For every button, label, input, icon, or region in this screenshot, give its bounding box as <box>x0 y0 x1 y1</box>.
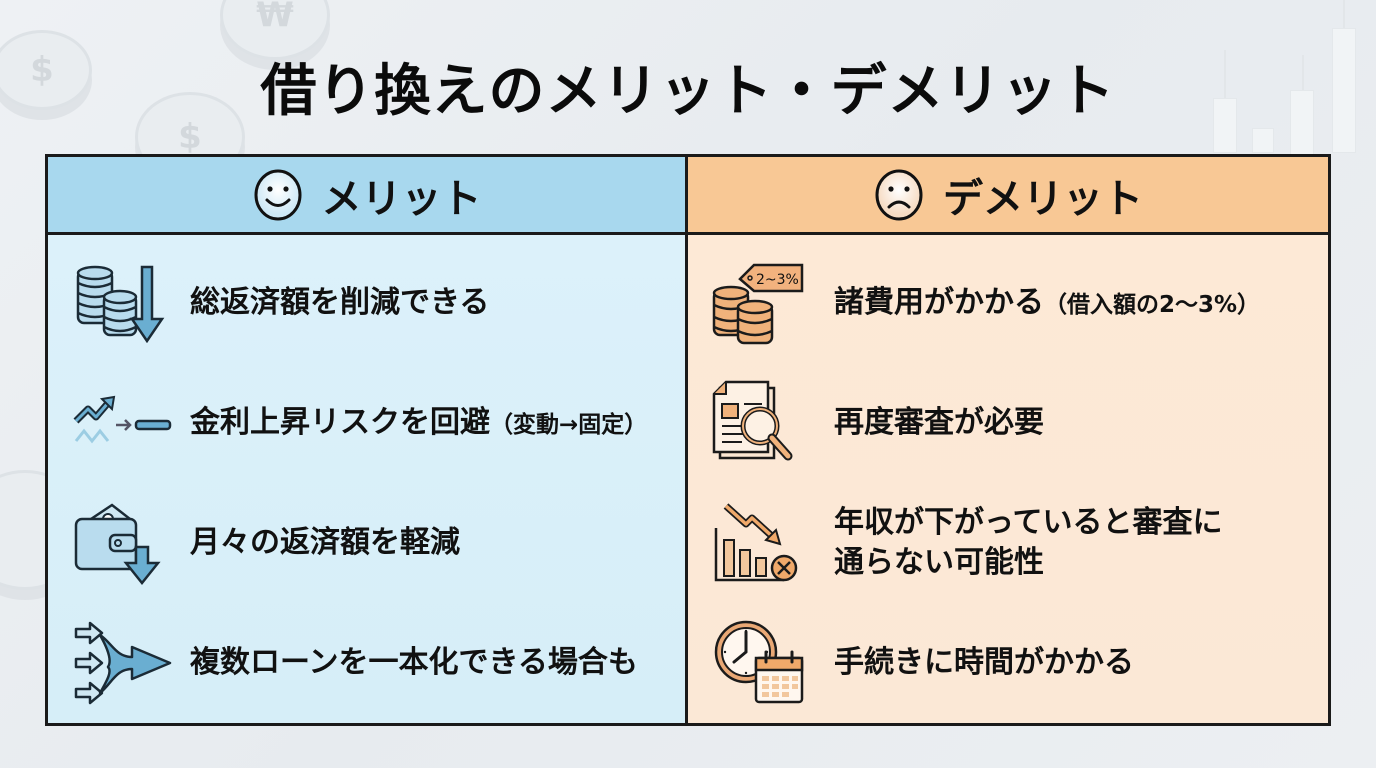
merits-column: メリット <box>48 157 688 723</box>
demerit-note: （借入額の2～3%） <box>1044 291 1261 318</box>
merit-text: 総返済額を削減できる <box>190 284 490 320</box>
demerits-header-label: デメリット <box>943 175 1143 222</box>
merits-header: メリット <box>48 157 685 235</box>
demerits-list: 2~3% 諸費用がかかる（借入額の2～3%） <box>688 235 1328 723</box>
merit-note: （変動→固定） <box>490 411 648 438</box>
merit-text: 月々の返済額を軽減 <box>190 524 460 560</box>
candlestick-decoration <box>1252 128 1274 153</box>
page-title: 借り換えのメリット・デメリット <box>260 59 1116 124</box>
merit-item: 金利上昇リスクを回避（変動→固定） <box>48 363 685 483</box>
merits-list: 総返済額を削減できる 金利上昇リスクを回避（変動→固定） <box>48 235 685 723</box>
merge-arrows-icon <box>74 621 172 705</box>
demerits-header: デメリット <box>688 157 1328 235</box>
demerit-text-line2: 通らない可能性 <box>834 545 1044 580</box>
merit-text: 金利上昇リスクを回避 <box>190 404 490 440</box>
demerit-text: 年収が下がっていると審査に <box>834 504 1223 540</box>
smiley-face-icon <box>254 169 301 220</box>
declining-chart-x-icon <box>714 503 798 582</box>
variable-to-fixed-rate-icon <box>73 395 172 444</box>
demerit-item: 再度審査が必要 <box>688 363 1328 483</box>
sad-face-icon <box>875 169 923 220</box>
merits-header-label: メリット <box>321 175 482 222</box>
merit-text: 複数ローンを一本化できる場合も <box>190 644 638 680</box>
merit-item: 月々の返済額を軽減 <box>48 483 685 603</box>
document-magnifier-icon <box>712 380 793 461</box>
clock-calendar-icon <box>714 620 804 704</box>
demerit-text: 再度審査が必要 <box>834 404 1044 440</box>
coins-price-tag-icon: 2~3% <box>712 263 804 345</box>
demerit-item: 2~3% 諸費用がかかる（借入額の2～3%） <box>688 243 1328 363</box>
merit-item: 総返済額を削減できる <box>48 243 685 363</box>
comparison-table: メリット <box>45 154 1331 726</box>
demerit-item: 手続きに時間がかかる <box>688 603 1328 723</box>
wallet-down-arrow-icon <box>74 503 161 585</box>
demerit-text: 手続きに時間がかかる <box>834 644 1134 680</box>
merit-item: 複数ローンを一本化できる場合も <box>48 603 685 723</box>
demerit-text: 諸費用がかかる <box>834 284 1044 320</box>
demerits-column: デメリット 2~3% <box>688 157 1328 723</box>
demerit-item: 年収が下がっていると審査に 通らない可能性 <box>688 483 1328 603</box>
coins-down-arrow-icon <box>76 265 165 343</box>
svg-text:2~3%: 2~3% <box>756 272 799 288</box>
